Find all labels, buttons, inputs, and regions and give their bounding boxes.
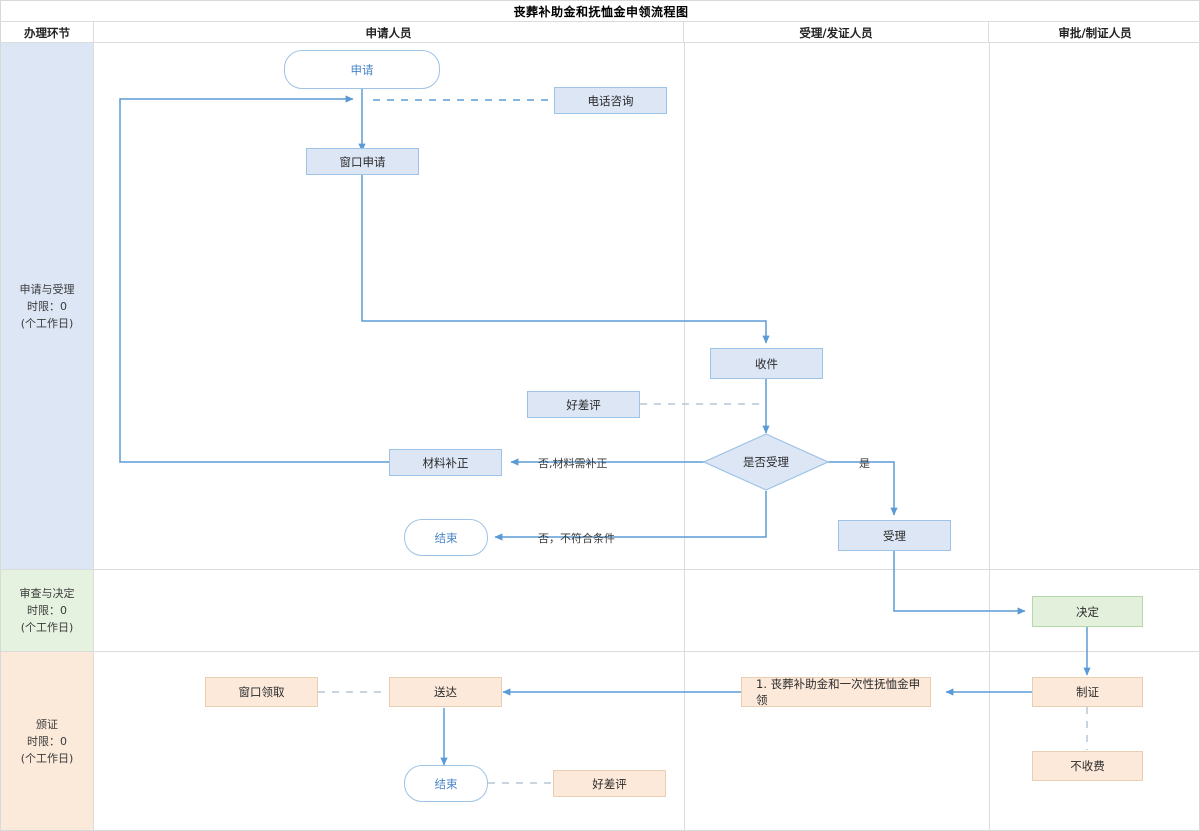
lane-limit-unit: (个工作日) bbox=[20, 316, 74, 330]
node-label: 收件 bbox=[755, 356, 778, 371]
edge-label-needs-correction: 否,材料需补正 bbox=[538, 457, 608, 470]
lane2-divider-acceptor bbox=[684, 570, 685, 651]
lane3-divider-acceptor bbox=[684, 652, 685, 830]
node-label: 材料补正 bbox=[422, 455, 469, 470]
lane2-divider-approver bbox=[989, 570, 990, 651]
edge-label-not-qualified: 否，不符合条件 bbox=[538, 532, 615, 545]
node-label: 决定 bbox=[1076, 604, 1099, 619]
chart-title-bar: 丧葬补助金和抚恤金申领流程图 bbox=[1, 1, 1199, 22]
node-phone-inquiry[interactable]: 电话咨询 bbox=[554, 87, 667, 114]
node-label: 制证 bbox=[1076, 685, 1099, 699]
node-label: 好差评 bbox=[566, 397, 601, 412]
node-label: 窗口申请 bbox=[339, 154, 386, 169]
lane-limit-unit: (个工作日) bbox=[20, 752, 74, 765]
column-header-row: 办理环节 申请人员 受理/发证人员 审批/制证人员 bbox=[1, 22, 1199, 43]
node-label: 好差评 bbox=[592, 776, 627, 791]
column-header-applicant: 申请人员 bbox=[94, 22, 684, 43]
node-window-pickup[interactable]: 窗口领取 bbox=[205, 677, 318, 707]
diamond-shape bbox=[703, 433, 829, 491]
lane-application: 申请与受理 时限：0 (个工作日) bbox=[1, 43, 1199, 570]
node-decision-accept[interactable]: 是否受理 bbox=[703, 433, 829, 491]
node-no-fee[interactable]: 不收费 bbox=[1032, 751, 1143, 781]
lane1-divider-approver bbox=[989, 43, 990, 569]
node-label: 窗口领取 bbox=[238, 685, 285, 699]
lane-issue: 颁证 时限：0 (个工作日) bbox=[1, 652, 1199, 830]
edge-label-yes: 是 bbox=[859, 457, 870, 470]
node-decision-result[interactable]: 决定 bbox=[1032, 596, 1143, 627]
lane-name: 颁证 bbox=[36, 718, 58, 731]
column-header-acceptor: 受理/发证人员 bbox=[684, 22, 989, 43]
node-certificate-list[interactable]: 1. 丧葬补助金和一次性抚恤金申领 bbox=[741, 677, 931, 707]
column-header-stage: 办理环节 bbox=[1, 22, 94, 43]
node-receive-documents[interactable]: 收件 bbox=[710, 348, 823, 379]
node-label: 电话咨询 bbox=[587, 93, 634, 108]
lane-limit: 时限：0 bbox=[27, 299, 67, 313]
node-window-application[interactable]: 窗口申请 bbox=[306, 148, 419, 175]
node-label: 申请 bbox=[350, 62, 374, 77]
page-title: 丧葬补助金和抚恤金申领流程图 bbox=[513, 4, 689, 19]
lane-review: 审查与决定 时限：0 (个工作日) bbox=[1, 570, 1199, 652]
lane-header-review: 审查与决定 时限：0 (个工作日) bbox=[1, 570, 94, 651]
lane-name: 申请与受理 bbox=[19, 282, 75, 296]
lane-limit: 时限：0 bbox=[27, 604, 67, 617]
node-rating-top[interactable]: 好差评 bbox=[527, 391, 640, 418]
node-label: 送达 bbox=[434, 685, 457, 699]
lane-name: 审查与决定 bbox=[19, 587, 75, 600]
node-accept-case[interactable]: 受理 bbox=[838, 520, 951, 551]
node-label: 受理 bbox=[883, 528, 906, 543]
column-header-approver: 审批/制证人员 bbox=[1058, 25, 1132, 40]
lane-header-issue: 颁证 时限：0 (个工作日) bbox=[1, 652, 94, 830]
node-start-application[interactable]: 申请 bbox=[284, 50, 440, 89]
lane3-divider-approver bbox=[989, 652, 990, 830]
node-rating-bottom[interactable]: 好差评 bbox=[553, 770, 666, 797]
node-label: 不收费 bbox=[1070, 759, 1105, 773]
lane1-divider-acceptor bbox=[684, 43, 685, 569]
node-label: 1. 丧葬补助金和一次性抚恤金申领 bbox=[756, 677, 921, 707]
node-make-certificate[interactable]: 制证 bbox=[1032, 677, 1143, 707]
lane-header-application: 申请与受理 时限：0 (个工作日) bbox=[1, 43, 94, 569]
node-end-rejected[interactable]: 结束 bbox=[404, 519, 488, 556]
node-deliver[interactable]: 送达 bbox=[389, 677, 502, 707]
node-end-final[interactable]: 结束 bbox=[404, 765, 488, 802]
node-label: 结束 bbox=[434, 776, 458, 791]
node-material-correction[interactable]: 材料补正 bbox=[389, 449, 502, 476]
node-label: 结束 bbox=[434, 530, 458, 545]
lane-limit: 时限：0 bbox=[27, 735, 67, 748]
lane-limit-unit: (个工作日) bbox=[20, 621, 74, 634]
